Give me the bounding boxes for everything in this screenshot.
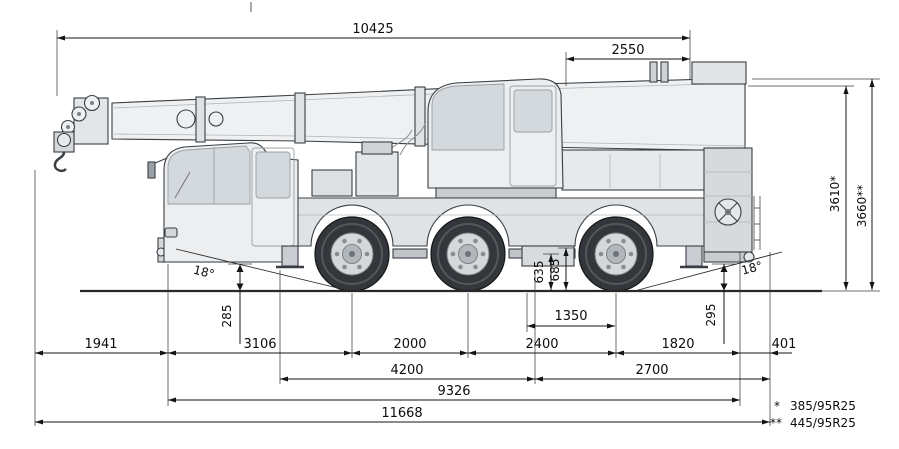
turntable	[435, 187, 557, 199]
exhaust-pipe	[649, 61, 658, 83]
label-span-rear: 2700	[635, 363, 668, 378]
driver-door	[251, 147, 295, 247]
approach-angle-line	[175, 248, 347, 291]
wheel-axle-2	[430, 216, 506, 292]
cab-door	[509, 85, 557, 187]
label-mid-outer: 685	[548, 259, 562, 282]
hook-icon	[53, 151, 67, 173]
sheave-hub	[66, 125, 70, 129]
mirror	[147, 161, 156, 179]
label-seg2: 3106	[243, 337, 276, 352]
label-mid-inner: 635	[532, 261, 546, 284]
label-frame-length: 9326	[437, 384, 470, 399]
rear-coupling	[743, 251, 755, 263]
headlight	[164, 227, 178, 238]
label-seg6: 401	[772, 337, 797, 352]
axle-housing	[392, 248, 428, 259]
wheel-axle-1	[314, 216, 390, 292]
label-axle-offset: 1350	[554, 309, 587, 324]
sheave-hub	[77, 112, 81, 116]
label-departure-angle: 18°	[740, 259, 764, 278]
cab-windshield	[431, 83, 505, 151]
operator-cab	[385, 78, 564, 199]
label-approach-angle: 18°	[192, 263, 216, 282]
sheave-hub	[90, 101, 94, 105]
center-tank	[521, 245, 575, 267]
departure-angle-line	[637, 251, 783, 291]
label-clearance-front: 285	[220, 305, 234, 328]
boom-collar	[294, 92, 306, 144]
boom-collar	[414, 86, 426, 147]
label-span-front: 4200	[390, 363, 423, 378]
footnote2-mark: **	[770, 416, 782, 430]
boom-butt-box	[691, 61, 747, 85]
footnote1-text: 385/95R25	[790, 399, 856, 413]
label-seg3: 2000	[393, 337, 426, 352]
label-seg5: 1820	[661, 337, 694, 352]
crane-drawing	[53, 2, 822, 293]
boom-collar	[195, 96, 206, 143]
label-height-std: 3610*	[828, 176, 842, 213]
boom-pin-hole	[208, 111, 224, 127]
label-overall-length: 11668	[381, 406, 422, 421]
boom-pin-hole	[176, 109, 196, 129]
label-rear-section: 2550	[611, 43, 644, 58]
exhaust-pipe	[660, 61, 669, 83]
wiper	[174, 171, 191, 199]
label-height-alt: 3660**	[855, 185, 869, 228]
driver-cab	[147, 2, 299, 263]
hook-sheave	[56, 132, 72, 148]
front-outrigger	[281, 245, 299, 267]
wheel-axle-3	[578, 216, 654, 292]
counterweight	[703, 147, 761, 263]
label-clearance-rear: 295	[704, 304, 718, 327]
label-seg1: 1941	[84, 337, 117, 352]
label-boom-length: 10425	[352, 22, 393, 37]
cab-door-window	[513, 89, 553, 133]
winch-hub	[725, 209, 731, 215]
footnote1-mark: *	[774, 399, 780, 413]
label-seg4: 2400	[525, 337, 558, 352]
dimensions: 10425 2550 3610* 3660** 18° 18° 285 635 …	[34, 22, 880, 430]
hydraulic-hose	[399, 121, 427, 156]
footnote2-text: 445/95R25	[790, 416, 856, 430]
driver-windshield	[167, 145, 251, 205]
driver-door-window	[255, 151, 291, 199]
rear-outrigger	[685, 245, 703, 267]
boom-rest	[311, 141, 399, 197]
